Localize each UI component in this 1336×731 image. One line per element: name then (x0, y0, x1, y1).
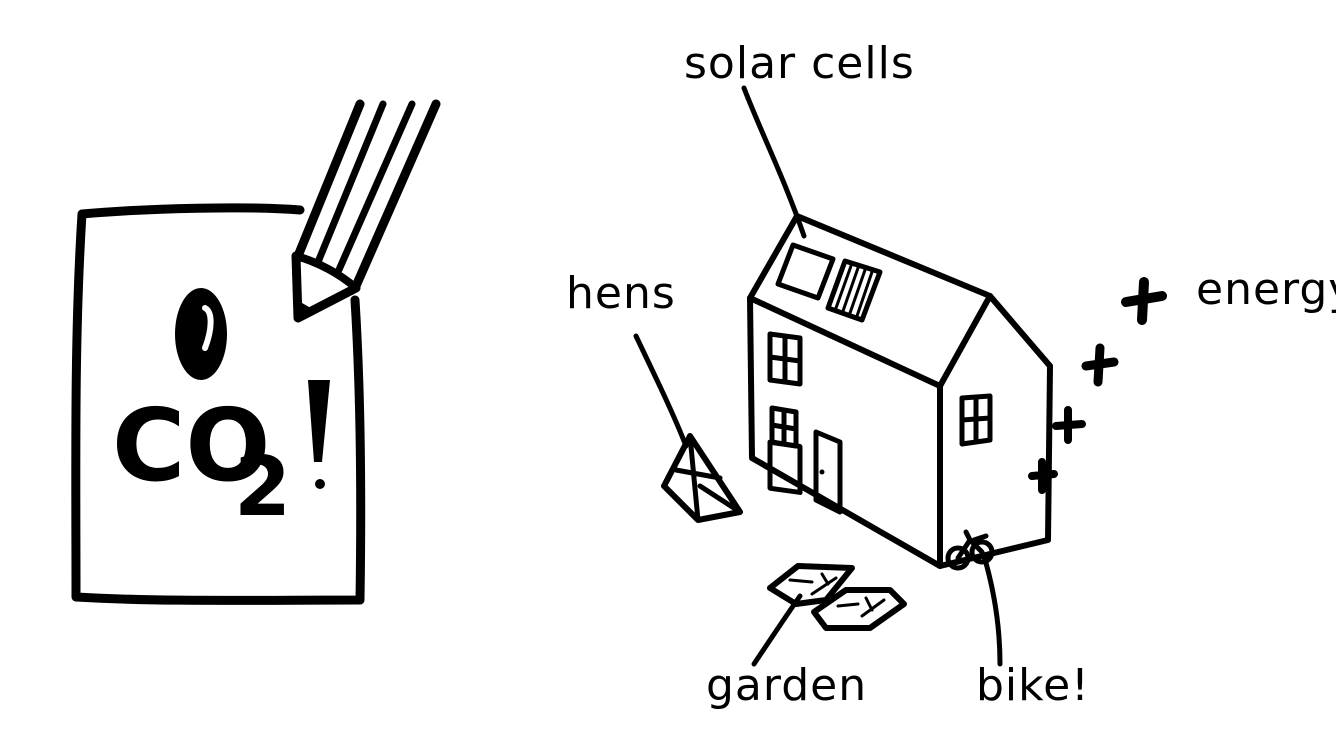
exclaim-bar (308, 380, 330, 462)
label-hens: hens (566, 268, 676, 319)
hen-house-icon (664, 436, 740, 520)
leader-hens (636, 336, 686, 446)
label-solar-cells: solar cells (684, 38, 915, 89)
co2-subscript: 2 (234, 440, 291, 535)
exclaim-dot (315, 479, 325, 489)
pencil-icon (296, 104, 436, 318)
co2-mark: CO 2 ! (0, 0, 330, 535)
label-bike: bike! (976, 660, 1090, 711)
label-energy: energy (1196, 264, 1336, 315)
label-garden: garden (706, 660, 867, 711)
leader-bike (984, 556, 1000, 664)
leader-garden (754, 596, 800, 664)
exclaim-text: ! (0, 0, 1, 1)
leader-solar (744, 88, 804, 236)
house (750, 216, 1050, 566)
zero-mark: 0 (175, 288, 227, 380)
garden-beds (770, 566, 904, 628)
